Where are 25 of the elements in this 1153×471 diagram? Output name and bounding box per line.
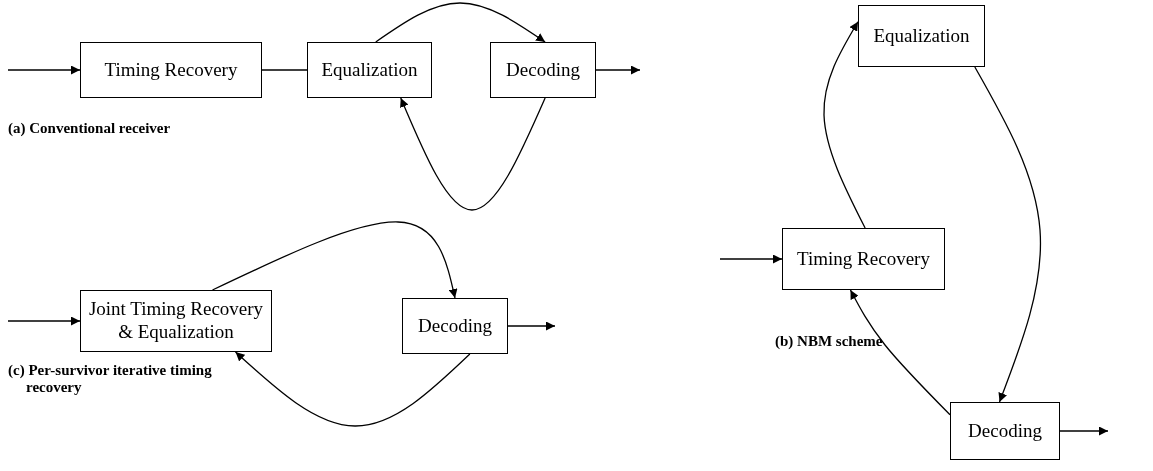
arrow xyxy=(7,65,81,75)
arrow xyxy=(595,65,641,75)
process-box: Equalization xyxy=(858,5,985,67)
caption: (c) Per-survivor iterative timing recovery xyxy=(8,362,213,396)
curved-arrow xyxy=(823,21,866,229)
curved-arrow xyxy=(234,351,471,427)
process-box: Joint Timing Recovery & Equalization xyxy=(80,290,272,352)
process-box: Decoding xyxy=(402,298,508,354)
arrow xyxy=(1059,426,1109,436)
curved-arrow xyxy=(400,97,546,211)
curved-arrow xyxy=(849,289,951,416)
process-box: Equalization xyxy=(307,42,432,98)
arrow xyxy=(507,321,556,331)
process-box: Decoding xyxy=(490,42,596,98)
caption: (a) Conventional receiver xyxy=(8,120,172,137)
curved-arrow xyxy=(974,66,1042,403)
arrow xyxy=(7,316,81,326)
process-box: Decoding xyxy=(950,402,1060,460)
arrow xyxy=(719,254,783,264)
connector-line xyxy=(261,69,308,71)
process-box: Timing Recovery xyxy=(80,42,262,98)
curved-arrow xyxy=(211,221,458,299)
curved-arrow xyxy=(375,2,546,43)
caption: (b) NBM scheme xyxy=(775,333,884,350)
process-box: Timing Recovery xyxy=(782,228,945,290)
